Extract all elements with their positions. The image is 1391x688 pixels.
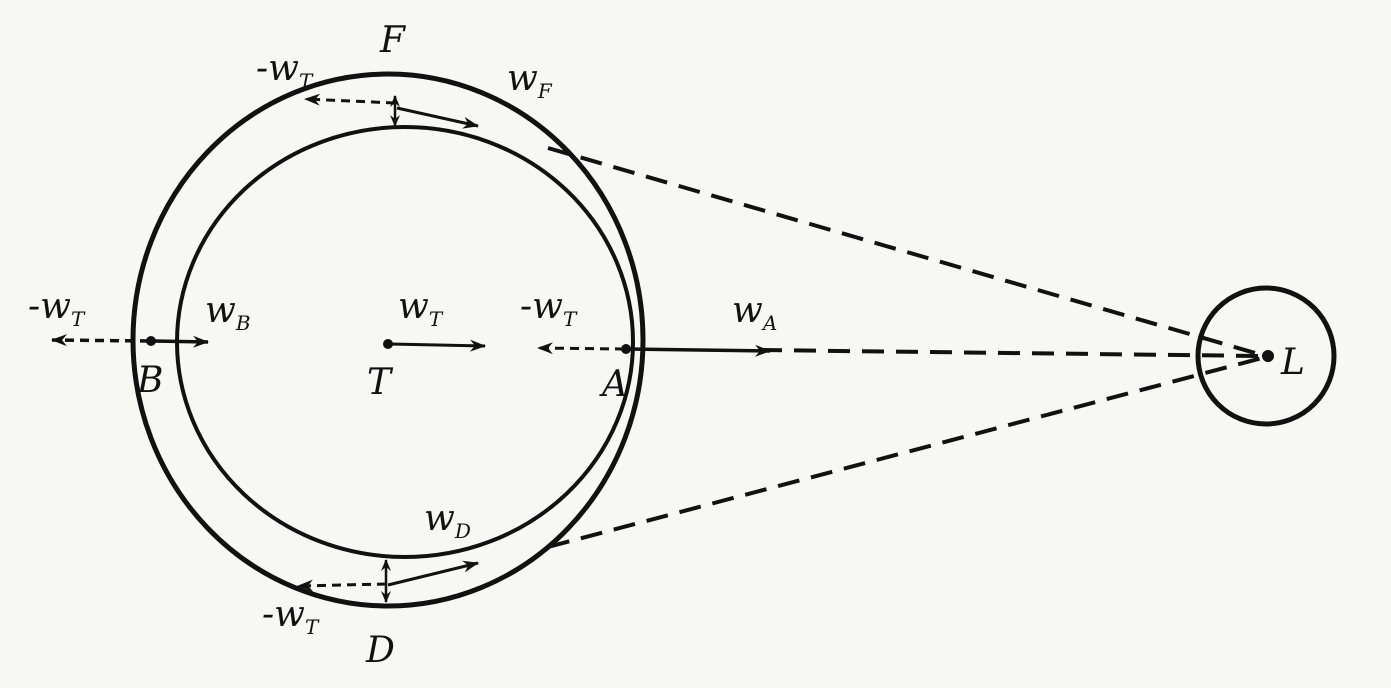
label-L: L (1280, 342, 1305, 383)
label-neg-wT-D: -wT (262, 594, 320, 639)
vector-wT-at-T (389, 339, 486, 352)
label-wT-T: wT (398, 286, 444, 331)
label-wD: wD (424, 498, 471, 543)
vector-neg-wT-at-B (51, 334, 150, 347)
label-D: D (365, 630, 395, 671)
earth-inner-circle (175, 125, 635, 559)
vector-neg-wT-at-D (297, 579, 387, 592)
vector-neg-wT-at-A (537, 342, 625, 355)
label-wB: wB (205, 290, 251, 335)
vector-wB-at-B (152, 335, 209, 348)
vector-wD-at-D (387, 560, 479, 587)
vector-neg-wT-at-F (304, 93, 396, 106)
point-B-dot (146, 336, 156, 346)
point-L-dot (1262, 350, 1274, 362)
line-F-to-L (547, 146, 1263, 357)
vector-wA-at-A (627, 344, 771, 357)
label-A: A (599, 364, 628, 405)
label-B: B (136, 360, 163, 401)
label-neg-wT-F: -wT (256, 48, 314, 93)
vector-wF-at-F (396, 106, 479, 129)
point-A-dot (621, 344, 631, 354)
label-neg-wT-A: -wT (520, 286, 578, 331)
label-neg-wT-B: -wT (28, 286, 86, 331)
label-T: T (367, 362, 394, 403)
label-wF: wF (507, 58, 553, 103)
line-D-to-L (547, 356, 1263, 549)
moon-circle (1195, 285, 1337, 427)
label-F: F (379, 20, 407, 61)
point-T-dot (383, 339, 393, 349)
line-A-to-L (759, 348, 1263, 358)
label-wA: wA (732, 290, 777, 335)
